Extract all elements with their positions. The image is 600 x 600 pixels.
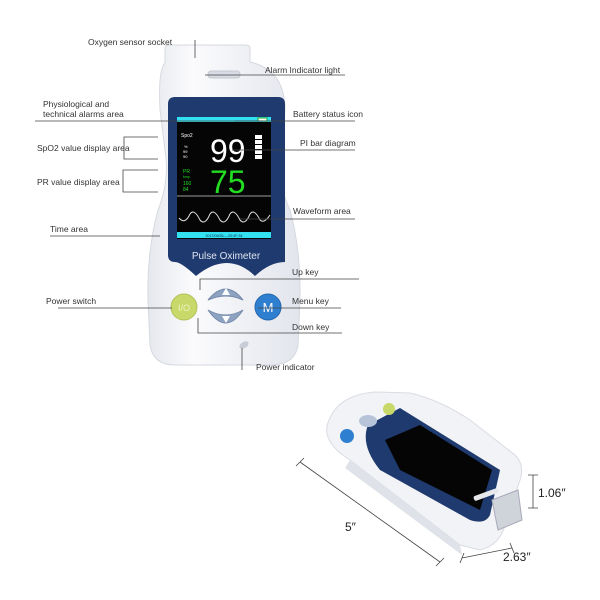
pr-low-limit: 84 (183, 187, 189, 193)
alarm-indicator-light (207, 70, 241, 79)
pr-value: 75 (210, 164, 246, 200)
dimension-width: 2.63″ (503, 550, 531, 564)
pr-unit: bmp (183, 175, 190, 179)
battery-status-icon (257, 117, 268, 122)
label-oxygen-sensor-socket: Oxygen sensor socket (88, 37, 173, 47)
label-alarms-area-line1: Physiological and (43, 99, 109, 109)
up-key-button[interactable] (207, 288, 244, 301)
spo2-low-limit: 90 (183, 154, 188, 159)
brand-text: Pulse Oximeter (192, 251, 261, 262)
power-indicator-led (239, 341, 249, 349)
svg-text:I/O: I/O (178, 303, 190, 313)
label-pr-area: PR value display area (37, 177, 120, 187)
power-switch-perspective (383, 403, 395, 415)
oximeter-front-view: Spo2 % 99 90 99 PR bmp 160 84 75 2017/09… (147, 44, 301, 366)
pleth-waveform (178, 211, 271, 223)
alarm-status-bar (177, 117, 271, 122)
label-battery-status-icon: Battery status icon (293, 109, 363, 119)
up-arrow-icon (222, 288, 230, 295)
datetime-readout: 2017/09/26----20:4F:34 (206, 234, 243, 238)
label-alarm-indicator-light: Alarm Indicator light (265, 65, 341, 75)
svg-text:M: M (263, 300, 274, 315)
spo2-high-limit: 99 (183, 149, 188, 154)
label-up-key: Up key (292, 267, 319, 277)
label-menu-key: Menu key (292, 296, 330, 306)
label-power-switch: Power switch (46, 296, 96, 306)
pi-bar-diagram (255, 135, 262, 159)
dimension-height: 1.06″ (538, 486, 566, 500)
dimension-lines (295, 457, 538, 567)
spo2-unit: % (184, 144, 188, 149)
power-switch-button[interactable]: I/O (170, 293, 198, 321)
dimension-length: 5″ (345, 520, 357, 534)
down-key-button[interactable] (207, 309, 244, 324)
label-pi-bar: PI bar diagram (300, 138, 356, 148)
display-perspective (385, 425, 492, 510)
oximeter-perspective-view (326, 391, 523, 555)
time-bar (177, 232, 271, 238)
label-alarms-area-line2: technical alarms area (43, 109, 124, 119)
menu-key-button[interactable]: M (254, 293, 282, 321)
leader-lines (35, 40, 359, 370)
spo2-label: Spo2 (181, 133, 193, 139)
label-waveform-area: Waveform area (293, 206, 351, 216)
label-spo2-area: SpO2 value display area (37, 143, 130, 153)
device-bottom-edge (345, 460, 462, 555)
down-arrow-icon (222, 316, 230, 323)
label-down-key: Down key (292, 322, 330, 332)
spo2-value: 99 (210, 133, 246, 169)
arrow-keys-perspective (359, 415, 377, 427)
label-power-indicator: Power indicator (256, 362, 315, 372)
sensor-socket-perspective (491, 489, 523, 531)
label-time-area: Time area (50, 224, 88, 234)
menu-key-perspective (340, 429, 354, 443)
pr-label: PR (183, 169, 190, 175)
pr-high-limit: 160 (183, 181, 192, 187)
